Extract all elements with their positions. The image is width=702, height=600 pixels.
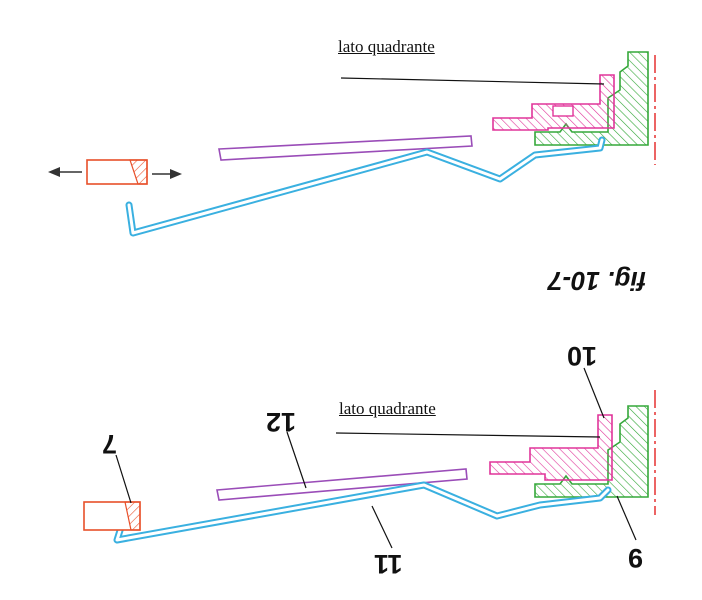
- bottom-side-label-leader: [335, 432, 601, 438]
- callout-part-7: 7: [102, 429, 118, 459]
- top-side-label: lato quadrante: [338, 37, 435, 56]
- callout-part-9: 9: [628, 543, 644, 573]
- top-magenta-lever: [492, 74, 615, 131]
- leader-part-10: [583, 367, 605, 419]
- top-side-label-leader: [340, 77, 605, 85]
- bottom-purple-plate: [216, 468, 468, 501]
- callout-part-10: 10: [567, 341, 598, 371]
- leader-part-7: [115, 454, 132, 504]
- leader-part-12: [286, 431, 307, 489]
- callout-part-11: 11: [374, 549, 403, 579]
- top-motion-arrows: [48, 167, 182, 179]
- top-magenta-slot: [552, 105, 574, 117]
- figure-caption: fig. 10-7: [548, 266, 647, 296]
- bottom-leader-lines: [115, 367, 637, 549]
- top-view: [48, 51, 656, 237]
- callout-part-12: 12: [266, 407, 297, 437]
- top-green-bracket: [534, 51, 649, 146]
- leader-part-9: [616, 495, 637, 541]
- top-blue-spring: [125, 136, 606, 237]
- bottom-side-label: lato quadrante: [339, 399, 436, 418]
- bottom-view: [83, 367, 656, 549]
- leader-part-11: [371, 505, 393, 549]
- top-purple-plate: [218, 135, 473, 161]
- bottom-magenta-lever: [489, 414, 613, 481]
